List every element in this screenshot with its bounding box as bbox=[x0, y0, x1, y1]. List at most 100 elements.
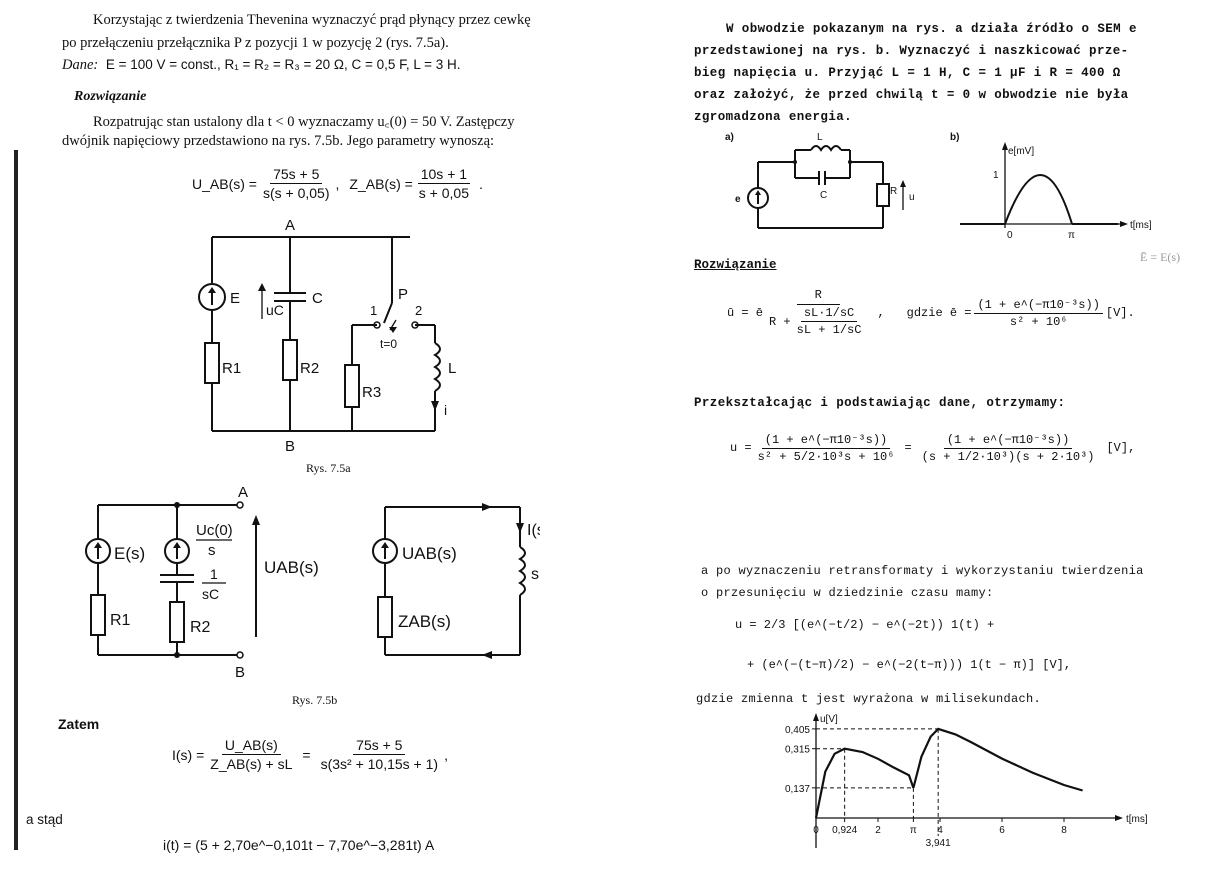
is-formula: I(s) = U_AB(s) Z_AB(s) + sL = 75s + 5 s(… bbox=[172, 737, 448, 772]
y-tick-label-2: 0,137 bbox=[785, 784, 810, 795]
is-den2: s(3s² + 10,15s + 1) bbox=[320, 756, 439, 772]
eq1-lhs: ū = ē bbox=[727, 305, 764, 320]
impedance-ZAB bbox=[377, 596, 393, 638]
node-A-label: A bbox=[285, 217, 295, 234]
after-line1: a po wyznaczeniu retransformaty i wykorz… bbox=[701, 564, 1144, 578]
label-uc0: Uc(0) bbox=[196, 522, 233, 539]
circuit-right-fig-a: a) L C R e u bbox=[725, 132, 915, 229]
given-label: Dane: bbox=[62, 57, 99, 73]
page-gutter-mark bbox=[14, 150, 18, 850]
eq1-main-fraction: R R + sL·1/sC sL + 1/sC bbox=[769, 288, 862, 337]
ms-text: gdzie zmienna t jest wyrażona w miliseku… bbox=[696, 692, 1042, 706]
uab-den: s(s + 0,05) bbox=[262, 185, 330, 201]
right-problem-line2: przedstawionej na rys. b. Wyznaczyć i na… bbox=[694, 44, 1129, 58]
is-fraction-1: U_AB(s) Z_AB(s) + sL bbox=[207, 737, 295, 772]
uab-num: 75s + 5 bbox=[270, 166, 323, 184]
u-line2: + (e^(−(t−π)/2) − e^(−2(t−π))) 1(t − π)]… bbox=[747, 658, 1072, 672]
chart-right-fig-b-source: b) e[mV] t[ms] 1 0 π bbox=[950, 132, 1152, 240]
right-problem-line4: oraz założyć, że przed chwilą t = 0 w ob… bbox=[694, 88, 1129, 102]
left-solution-line2: dwójnik napięciowy przedstawiono na rys.… bbox=[62, 133, 495, 149]
left-solution-heading: Rozwiązanie bbox=[74, 89, 147, 104]
uab-lhs: U_AB(s) = bbox=[192, 175, 257, 192]
label-uc: uC bbox=[266, 302, 284, 318]
eq1-e-den: s² + 10⁶ bbox=[1009, 314, 1068, 329]
switch-P bbox=[383, 302, 393, 324]
right-problem-line1: W obwodzie pokazanym na rys. a działa źr… bbox=[726, 22, 1137, 36]
right-label-u: u bbox=[909, 192, 915, 203]
is-fraction-2: 75s + 5 s(3s² + 10,15s + 1) bbox=[318, 737, 442, 772]
eq1-formula: ū = ē R R + sL·1/sC sL + 1/sC , gdzie ē … bbox=[727, 288, 1135, 337]
label-R1-b: R1 bbox=[110, 612, 131, 629]
y-tick-label-0: 0,405 bbox=[785, 725, 810, 736]
is-lhs: I(s) = bbox=[172, 746, 205, 763]
label-sL: sL bbox=[531, 566, 540, 583]
right-label-C: C bbox=[820, 190, 827, 201]
y-tick-label-1: 0,315 bbox=[785, 745, 810, 756]
label-UAB: UAB(s) bbox=[264, 558, 319, 577]
fig-b-label: b) bbox=[950, 132, 959, 143]
label-R2-b: R2 bbox=[190, 619, 211, 636]
label-t0: t=0 bbox=[380, 337, 397, 351]
eq2-formula: u = (1 + e^(−π10⁻³s)) s² + 5/2·10³s + 10… bbox=[730, 432, 1136, 464]
eq2-den-1: s² + 5/2·10³s + 10⁶ bbox=[757, 450, 895, 464]
right-label-R: R bbox=[890, 186, 897, 197]
label-C: C bbox=[312, 290, 323, 307]
fig-b-pi-tick: π bbox=[1068, 230, 1075, 240]
zab-num: 10s + 1 bbox=[417, 166, 471, 184]
response-curve-segment-1 bbox=[814, 747, 915, 819]
inductor-L bbox=[433, 342, 441, 392]
node-A-b-label: A bbox=[238, 487, 248, 501]
label-P: P bbox=[398, 286, 408, 303]
fig-b-y-axis-label: e[mV] bbox=[1008, 146, 1034, 157]
right-label-e: e bbox=[735, 194, 741, 205]
eq1-e-num: (1 + e^(−π10⁻³s)) bbox=[974, 297, 1103, 314]
fig-7-5b-caption: Rys. 7.5b bbox=[292, 693, 338, 707]
eq2-num-2: (1 + e^(−π10⁻³s)) bbox=[943, 432, 1073, 449]
fig-b-one-tick: 1 bbox=[993, 170, 999, 181]
hence-word: a stąd bbox=[26, 812, 63, 827]
eq2-fraction-1: (1 + e^(−π10⁻³s)) s² + 5/2·10³s + 10⁶ bbox=[755, 432, 898, 464]
right-problem-line5: zgromadzona energia. bbox=[694, 110, 853, 124]
resistor-R3 bbox=[344, 364, 360, 408]
fig-7-5a-caption: Rys. 7.5a bbox=[306, 461, 351, 475]
right-solution-heading: Rozwiązanie bbox=[694, 258, 777, 272]
eq2-unit: [V], bbox=[1106, 441, 1136, 455]
after-line2: o przesunięciu w dziedzinie czasu mamy: bbox=[701, 586, 994, 600]
left-solution-line1: Rozpatrując stan ustalony dla t < 0 wyzn… bbox=[93, 114, 515, 130]
eq1-e-fraction: (1 + e^(−π10⁻³s)) s² + 10⁶ bbox=[974, 297, 1103, 329]
x-extra-label: 3,941 bbox=[926, 838, 951, 849]
x-tick-label-2: 2 bbox=[875, 825, 881, 836]
zab-lhs: Z_AB(s) = bbox=[349, 175, 413, 192]
is-den1: Z_AB(s) + sL bbox=[210, 756, 293, 772]
then-word: Zatem bbox=[58, 716, 100, 732]
resistor-R2-b bbox=[169, 601, 185, 643]
label-i: i bbox=[444, 402, 447, 418]
fig-b-zero-tick: 0 bbox=[1007, 230, 1013, 240]
given-values: E = 100 V = const., R₁ = R₂ = R₃ = 20 Ω,… bbox=[105, 57, 461, 72]
label-E: E bbox=[230, 290, 240, 307]
node-B-b-label: B bbox=[235, 664, 245, 681]
x-tick-label-3: π bbox=[910, 825, 917, 836]
eq2-lhs: u = bbox=[730, 441, 752, 455]
label-uc0-s: s bbox=[208, 542, 216, 559]
label-ZAB: ZAB(s) bbox=[398, 612, 451, 631]
resistor-R1-b bbox=[90, 594, 106, 636]
x-tick-label-6: 8 bbox=[1061, 825, 1067, 836]
x-tick-label-4: 4 bbox=[937, 825, 943, 836]
label-Is: I(s) bbox=[527, 522, 540, 539]
left-problem-line1: Korzystając z twierdzenia Thevenina wyzn… bbox=[93, 12, 531, 28]
label-pos2: 2 bbox=[415, 303, 422, 318]
x-tick-label-1: 0,924 bbox=[832, 825, 857, 836]
margin-pencil-note: Ē = E(s) bbox=[1140, 250, 1181, 264]
label-R3: R3 bbox=[362, 384, 381, 401]
label-sC: sC bbox=[202, 586, 219, 602]
resistor-R1 bbox=[204, 342, 220, 384]
eq2-num-1: (1 + e^(−π10⁻³s)) bbox=[761, 432, 891, 449]
label-pos1: 1 bbox=[370, 303, 377, 318]
transform-text: Przekształcając i podstawiając dane, otr… bbox=[694, 396, 1066, 410]
resistor-R2 bbox=[282, 339, 298, 381]
zab-fraction: 10s + 1 s + 0,05 bbox=[416, 166, 472, 201]
eq2-fraction-2: (1 + e^(−π10⁻³s)) (s + 1/2·10³)(s + 2·10… bbox=[919, 432, 1098, 464]
node-B-label: B bbox=[285, 438, 295, 455]
